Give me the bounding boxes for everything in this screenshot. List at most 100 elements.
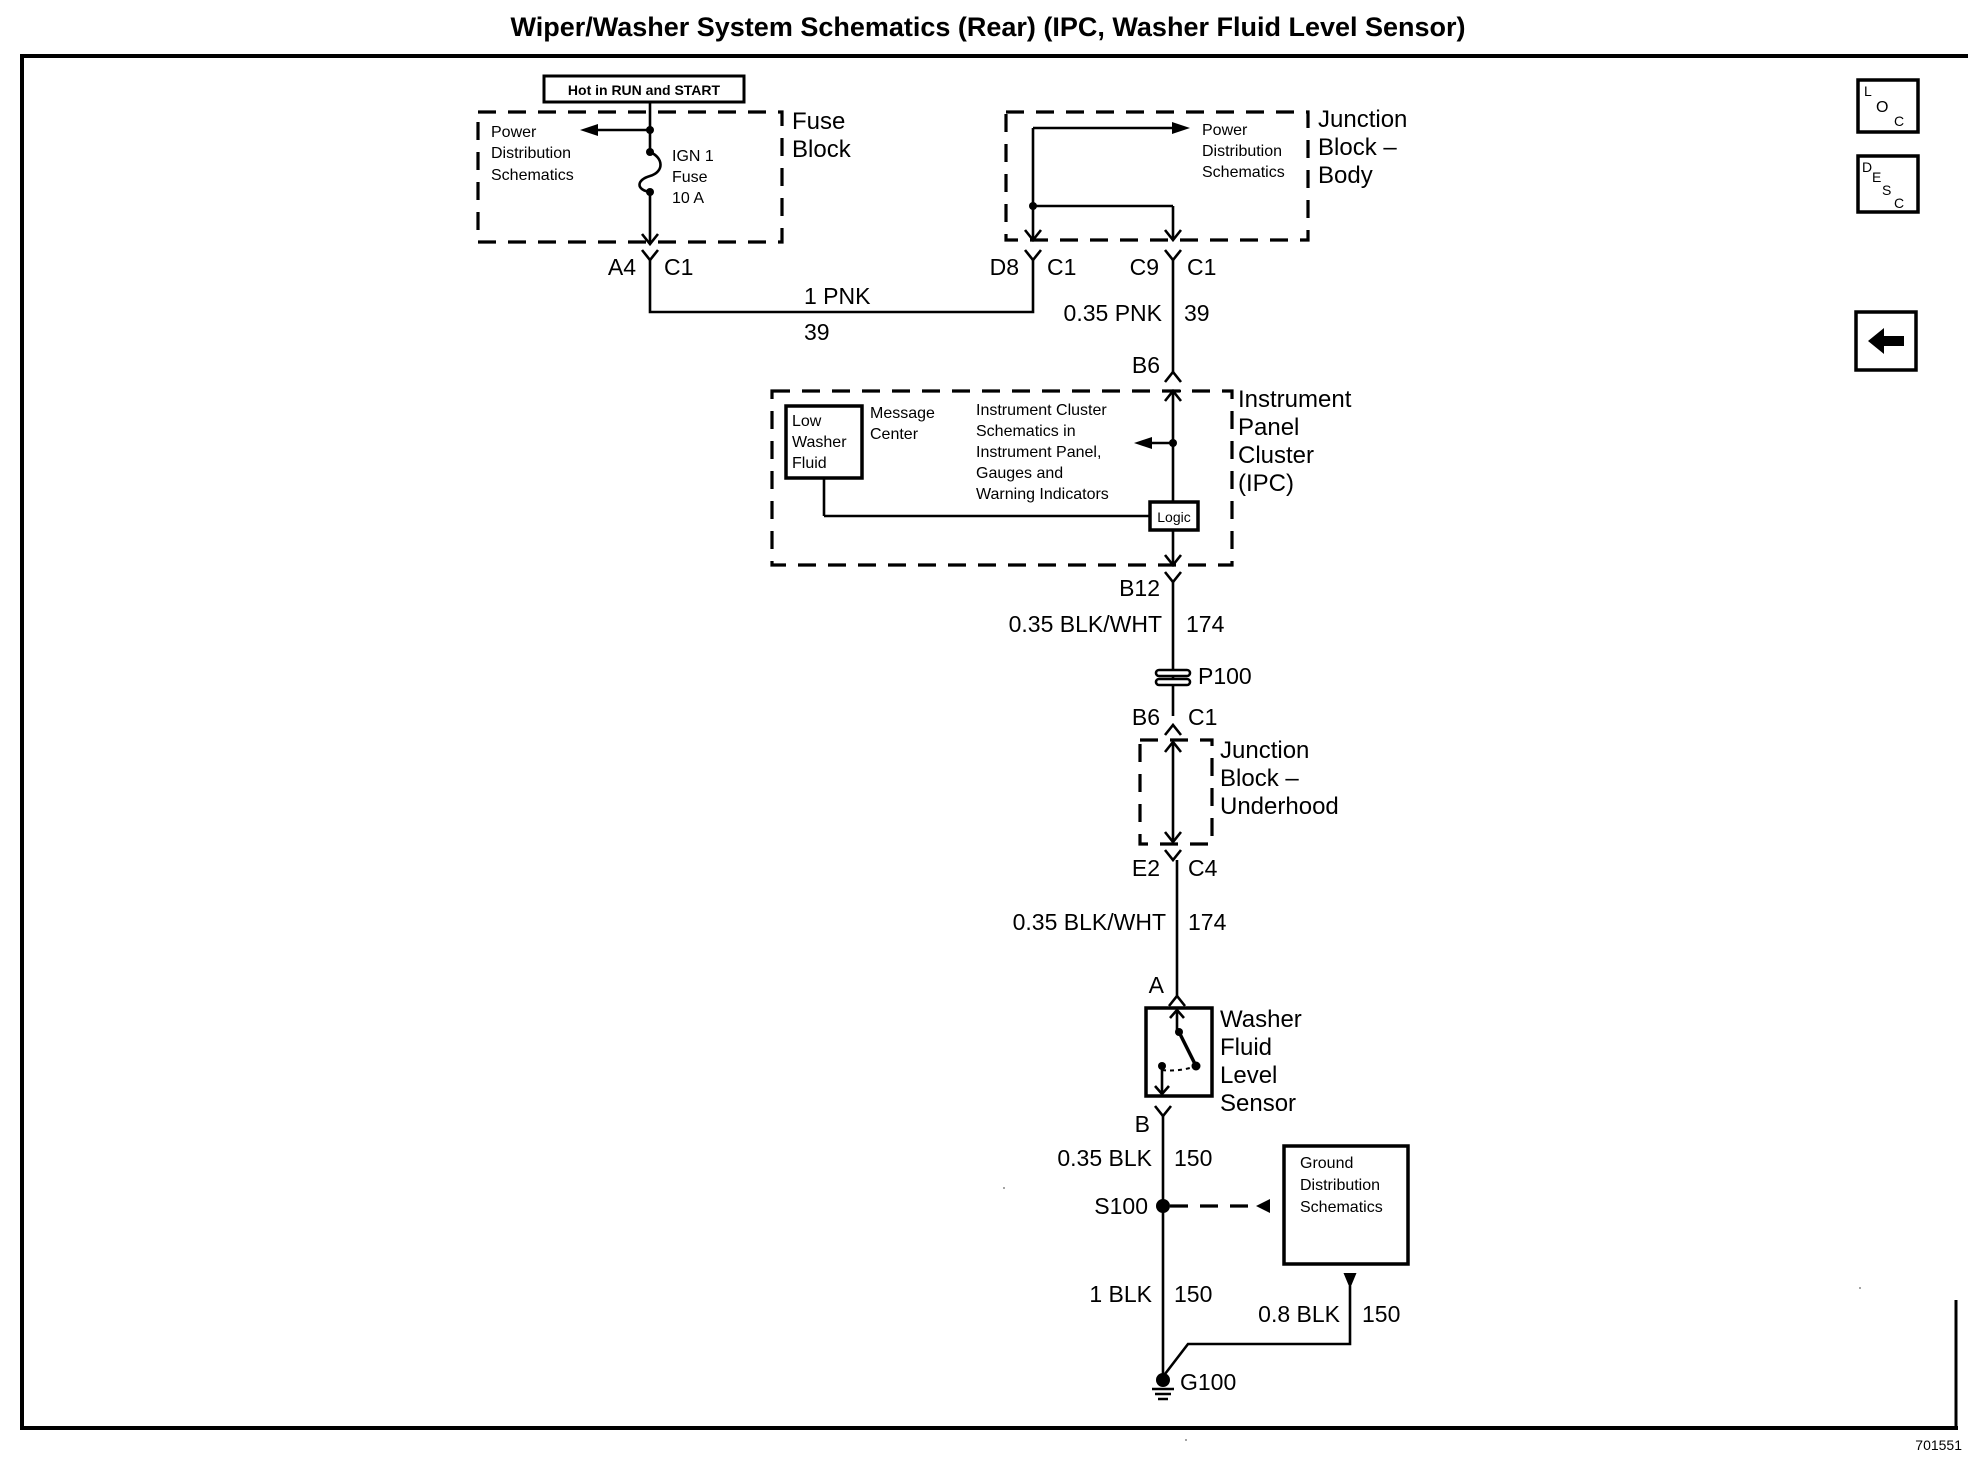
svg-text:0.8 BLK: 0.8 BLK <box>1258 1301 1340 1327</box>
svg-text:B12: B12 <box>1119 575 1160 601</box>
desc-button[interactable]: D E S C <box>1856 154 1920 214</box>
svg-text:0.35 BLK/WHT: 0.35 BLK/WHT <box>1013 909 1166 935</box>
low-washer-fluid-indicator <box>784 404 864 480</box>
svg-text:Panel: Panel <box>1238 414 1299 441</box>
wire-0-35-blk-wht-upper: 0.35 BLK/WHT 174 <box>1009 582 1225 716</box>
svg-text:Instrument Cluster: Instrument Cluster <box>976 402 1107 419</box>
svg-text:Level: Level <box>1220 1062 1277 1089</box>
svg-text:Distribution: Distribution <box>1300 1177 1380 1194</box>
svg-text:S: S <box>1882 182 1891 198</box>
svg-text:S100: S100 <box>1094 1193 1148 1219</box>
svg-text:Fluid: Fluid <box>1220 1034 1272 1061</box>
loc-button[interactable]: L O C <box>1856 78 1920 134</box>
wire-0-8-blk: 0.8 BLK 150 <box>1163 1273 1400 1375</box>
page-frame <box>20 54 1968 1430</box>
splice-s100: S100 <box>1094 1193 1270 1219</box>
svg-text:Warning Indicators: Warning Indicators <box>976 486 1109 503</box>
svg-text:1 PNK: 1 PNK <box>804 283 871 309</box>
connector-a4-c1: A4 C1 <box>608 249 693 280</box>
float-switch-icon <box>1177 1031 1198 1067</box>
svg-text:Power: Power <box>1202 122 1248 139</box>
svg-text:C1: C1 <box>1187 254 1216 280</box>
svg-text:C: C <box>1894 113 1904 129</box>
wire-0-35-blk-wht-lower: 0.35 BLK/WHT 174 <box>1013 860 1227 998</box>
svg-text:(IPC): (IPC) <box>1238 470 1294 497</box>
desc-icon[interactable] <box>1856 154 1920 214</box>
svg-text:39: 39 <box>1184 300 1210 326</box>
fuse-block: Hot in RUN and START Fuse Block Power Di… <box>476 74 852 247</box>
svg-text:10 A: 10 A <box>672 190 704 207</box>
svg-text:A4: A4 <box>608 254 636 280</box>
wire-0-35-blk: 0.35 BLK 150 <box>1057 1116 1212 1380</box>
wire-1-blk: 1 BLK 150 <box>1089 1281 1212 1307</box>
svg-text:Sensor: Sensor <box>1220 1090 1296 1117</box>
svg-text:Schematics: Schematics <box>1202 164 1285 181</box>
svg-text:Distribution: Distribution <box>1202 143 1282 160</box>
svg-text:P100: P100 <box>1198 663 1252 689</box>
connector-c9-c1: C9 C1 <box>1130 249 1216 280</box>
connector-d8-c1: D8 C1 <box>990 249 1076 280</box>
svg-text:Hot in RUN and START: Hot in RUN and START <box>568 82 721 98</box>
svg-text:G100: G100 <box>1180 1369 1236 1395</box>
svg-text:Center: Center <box>870 426 919 443</box>
svg-text:Power: Power <box>491 124 537 141</box>
svg-text:0.35 BLK: 0.35 BLK <box>1057 1145 1152 1171</box>
loc-icon[interactable] <box>1856 78 1920 134</box>
connector-b12: B12 <box>1119 571 1183 601</box>
svg-text:B6: B6 <box>1132 352 1160 378</box>
back-button[interactable] <box>1854 310 1918 372</box>
svg-text:1 BLK: 1 BLK <box>1089 1281 1152 1307</box>
svg-text:150: 150 <box>1174 1145 1212 1171</box>
page-title: Wiper/Washer System Schematics (Rear) (I… <box>510 12 1465 42</box>
svg-text:Junction: Junction <box>1220 737 1309 764</box>
wire-1-pnk: 1 PNK 39 <box>648 260 1035 345</box>
junction-block-underhood: B6 C1 Junction Block – Underhood E2 C4 <box>1132 704 1339 881</box>
svg-text:E: E <box>1872 169 1881 185</box>
svg-text:C1: C1 <box>1188 704 1217 730</box>
svg-text:Schematics: Schematics <box>1300 1199 1383 1216</box>
ground-icon <box>1152 1387 1174 1401</box>
svg-text:0.35 BLK/WHT: 0.35 BLK/WHT <box>1009 611 1162 637</box>
svg-text:D8: D8 <box>990 254 1019 280</box>
washer-fluid-level-sensor: A Washer Fluid Level Sensor B <box>1135 972 1302 1137</box>
svg-text:174: 174 <box>1186 611 1225 637</box>
svg-text:150: 150 <box>1174 1281 1212 1307</box>
svg-text:Fuse: Fuse <box>792 108 845 135</box>
svg-text:Logic: Logic <box>1157 509 1190 525</box>
svg-text:IGN 1: IGN 1 <box>672 148 714 165</box>
svg-text:Fluid: Fluid <box>792 455 827 472</box>
svg-text:Distribution: Distribution <box>491 145 571 162</box>
svg-text:C9: C9 <box>1130 254 1159 280</box>
svg-text:Gauges and: Gauges and <box>976 465 1063 482</box>
svg-text:C1: C1 <box>664 254 693 280</box>
svg-text:C: C <box>1894 195 1904 211</box>
svg-text:B6: B6 <box>1132 704 1160 730</box>
svg-text:Junction: Junction <box>1318 106 1407 133</box>
svg-text:Schematics in: Schematics in <box>976 423 1076 440</box>
svg-text:Block –: Block – <box>1318 134 1397 161</box>
svg-text:Schematics: Schematics <box>491 167 574 184</box>
svg-text:D: D <box>1862 159 1872 175</box>
svg-text:Block –: Block – <box>1220 765 1299 792</box>
figure-id: 701551 <box>1915 1437 1962 1453</box>
svg-text:Underhood: Underhood <box>1220 793 1339 820</box>
svg-text:Instrument: Instrument <box>1238 386 1352 413</box>
svg-text:Low: Low <box>792 413 822 430</box>
svg-text:Cluster: Cluster <box>1238 442 1314 469</box>
svg-text:E2: E2 <box>1132 855 1160 881</box>
svg-text:Block: Block <box>792 136 852 163</box>
connector-p100: P100 <box>1154 663 1252 689</box>
fuse-icon <box>638 150 662 194</box>
svg-text:Washer: Washer <box>792 434 847 451</box>
ground-distribution-reference[interactable]: Ground Distribution Schematics <box>1282 1144 1410 1266</box>
svg-text:39: 39 <box>804 319 830 345</box>
svg-text:B: B <box>1135 1111 1150 1137</box>
instrument-panel-cluster: B6 Instrument Panel Cluster (IPC) Low Wa… <box>770 352 1352 568</box>
svg-text:Ground: Ground <box>1300 1155 1353 1172</box>
svg-text:0.35 PNK: 0.35 PNK <box>1064 300 1163 326</box>
svg-text:174: 174 <box>1188 909 1227 935</box>
svg-text:150: 150 <box>1362 1301 1400 1327</box>
svg-text:C1: C1 <box>1047 254 1076 280</box>
svg-text:C4: C4 <box>1188 855 1218 881</box>
